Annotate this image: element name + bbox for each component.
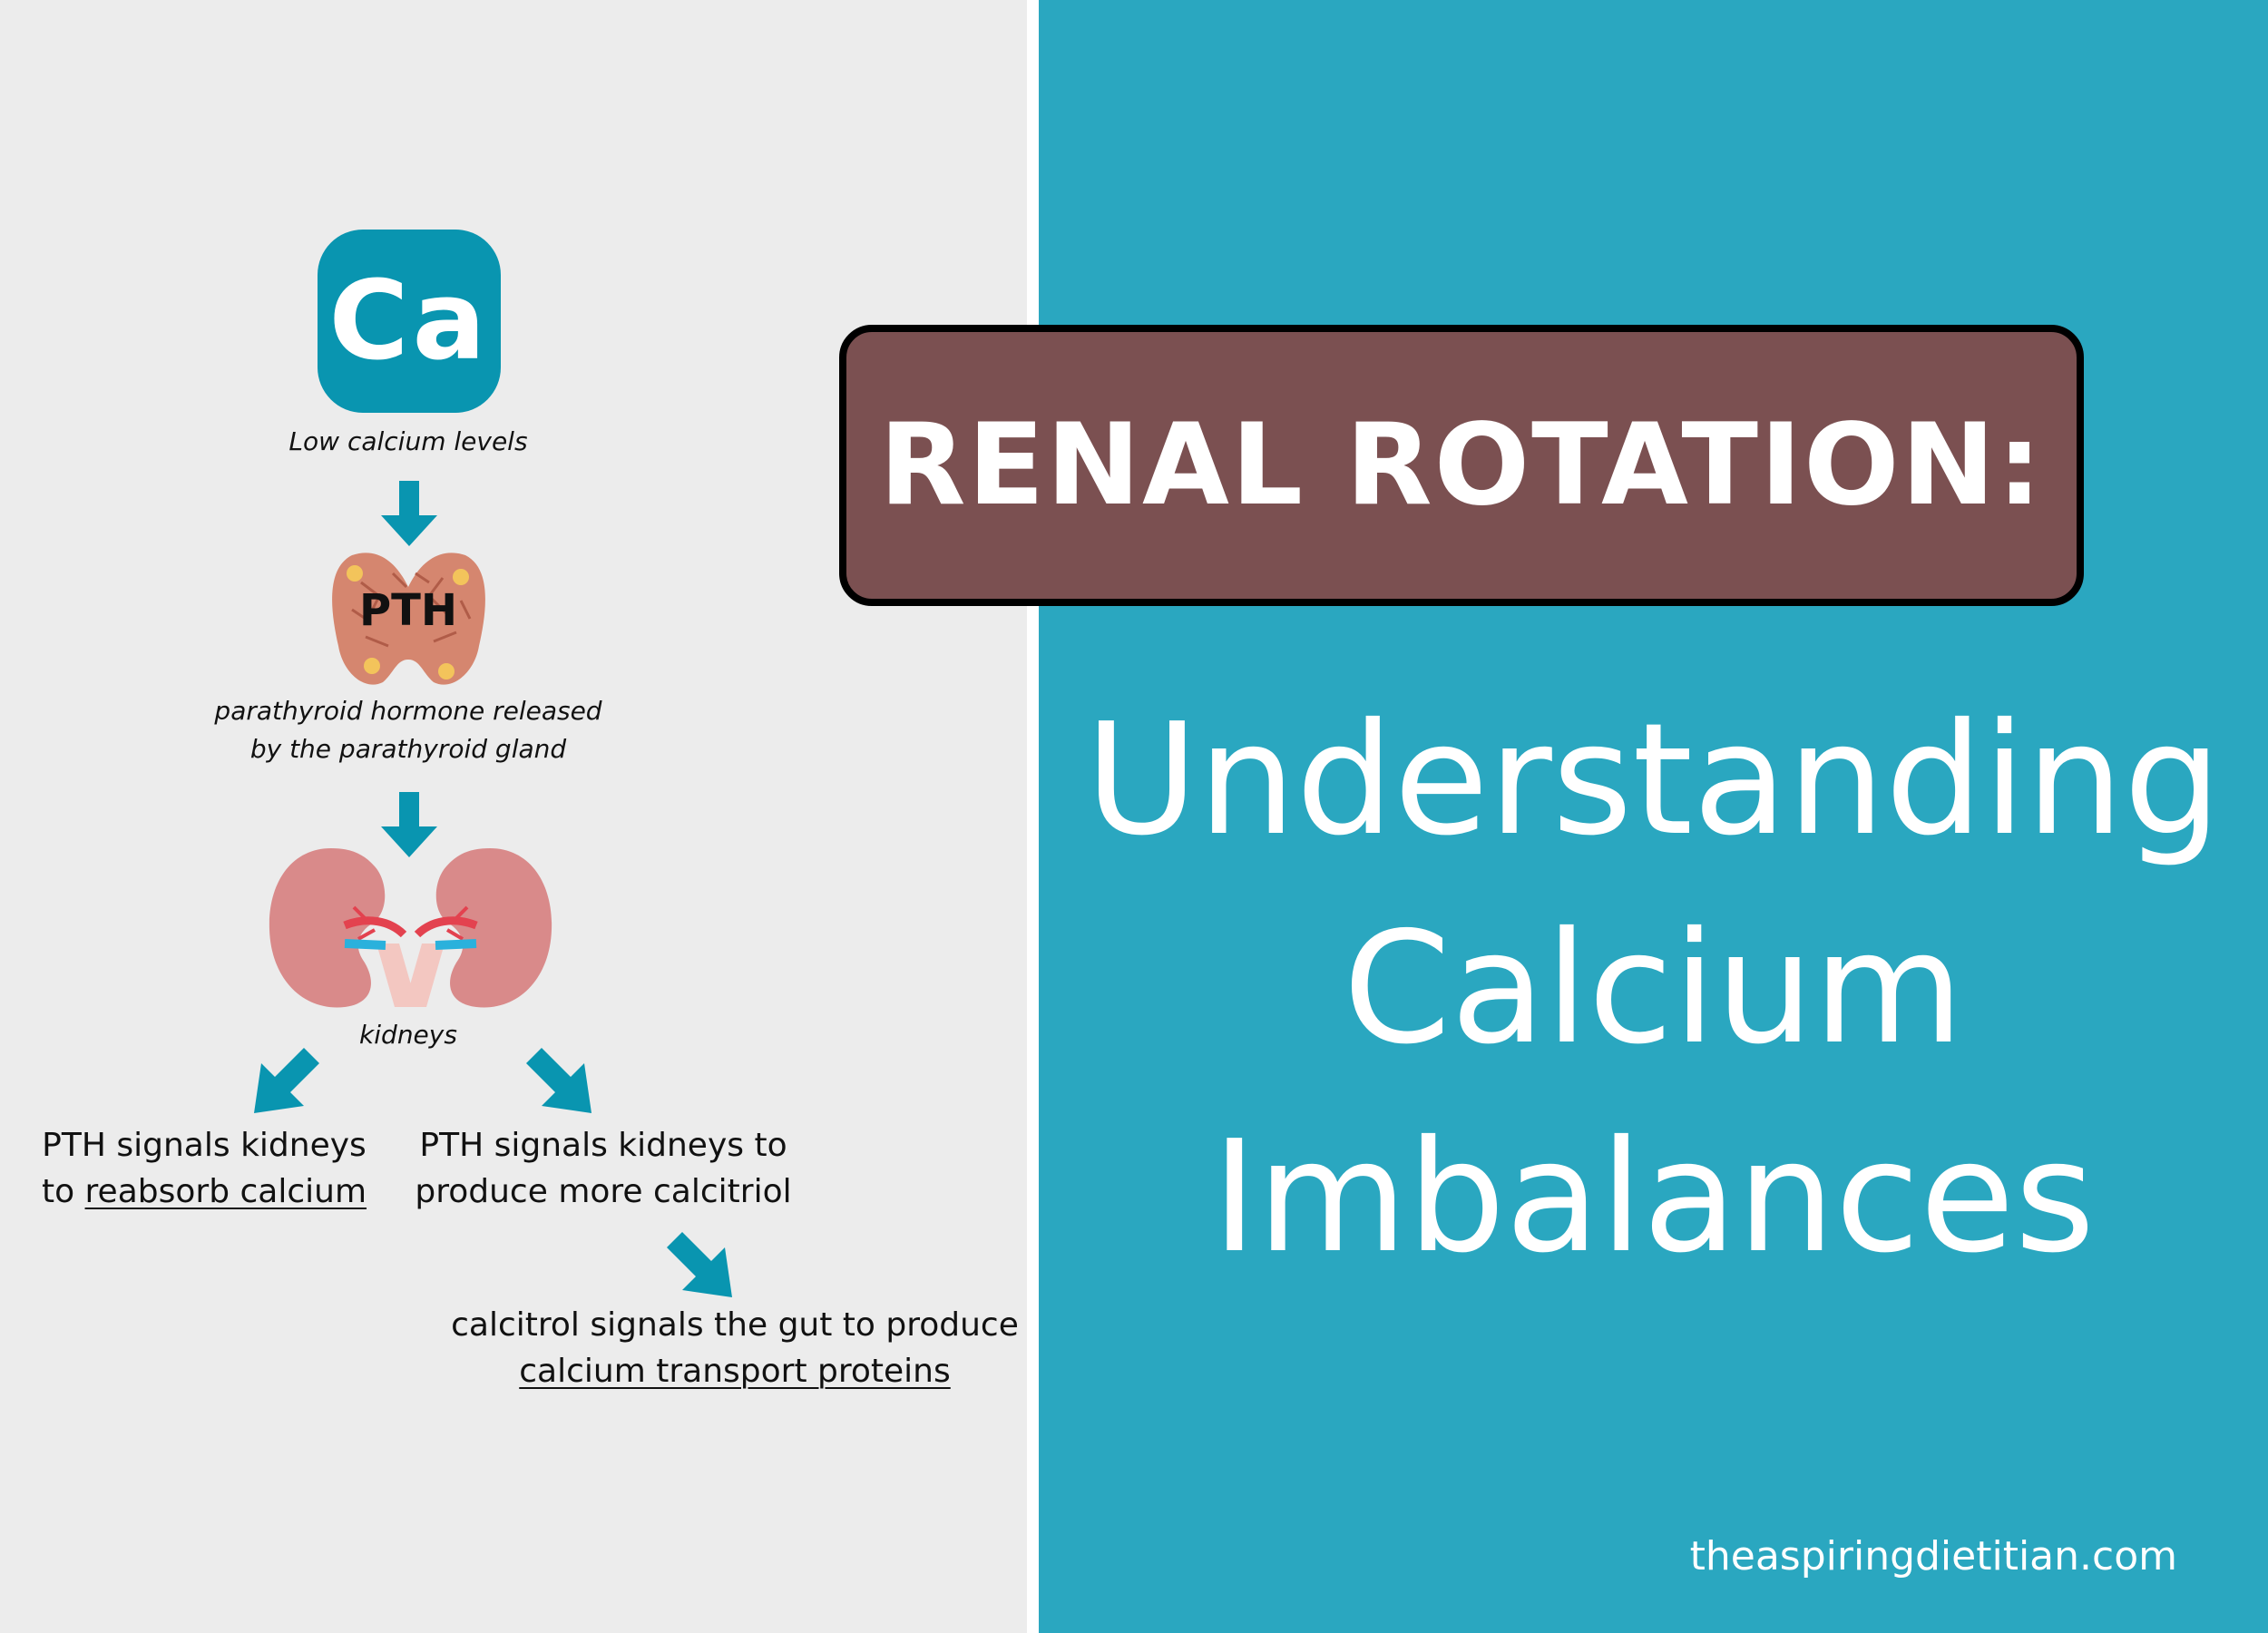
reabsorb-calcium-emphasis: reabsorb calcium xyxy=(84,1173,367,1210)
title-panel xyxy=(1039,0,2268,1633)
pth-label: PTH xyxy=(358,585,458,636)
gut-line2-emphasis: calcium transport proteins xyxy=(519,1353,951,1390)
kidneys-caption: kidneys xyxy=(359,1020,457,1050)
gut-text: calcitrol signals the gut to produce cal… xyxy=(435,1302,1034,1394)
low-calcium-caption: Low calcium levels xyxy=(288,426,528,456)
reabsorb-line1: PTH signals kidneys xyxy=(42,1127,367,1164)
down-arrow-icon xyxy=(381,792,437,857)
subtitle-line1: Understanding xyxy=(1085,690,2222,870)
pth-caption-line1: parathyroid hormone released xyxy=(214,696,602,726)
down-arrow-icon xyxy=(381,481,437,546)
reabsorb-text: PTH signals kidneys to reabsorb calcium xyxy=(18,1122,390,1215)
down-left-arrow-icon xyxy=(254,1048,319,1113)
page-title: RENAL ROTATION: xyxy=(879,400,2044,531)
reabsorb-prefix: to xyxy=(41,1173,85,1210)
calcitriol-line2: produce more calcitriol xyxy=(415,1173,792,1210)
title-box: RENAL ROTATION: xyxy=(839,325,2084,606)
calcitriol-line1: PTH signals kidneys to xyxy=(419,1127,787,1164)
pth-caption-line2: by the parathyroid gland xyxy=(249,734,567,764)
gut-line1: calcitrol signals the gut to produce xyxy=(451,1306,1019,1344)
flow-panel xyxy=(0,0,1027,1633)
subtitle-line2: Calcium xyxy=(1343,899,1964,1079)
parathyroid-gland-icon xyxy=(332,552,485,685)
down-right-arrow-icon xyxy=(526,1048,591,1113)
subtitle-line3: Imbalances xyxy=(1211,1108,2096,1287)
website-url: theaspiringdietitian.com xyxy=(1689,1533,2177,1579)
down-right-arrow-icon xyxy=(667,1232,732,1297)
calcium-element-tile: Ca xyxy=(318,230,501,413)
kidneys-icon xyxy=(269,848,552,1008)
reabsorb-line2: to reabsorb calcium xyxy=(18,1169,390,1215)
calcitriol-text: PTH signals kidneys to produce more calc… xyxy=(399,1122,807,1215)
